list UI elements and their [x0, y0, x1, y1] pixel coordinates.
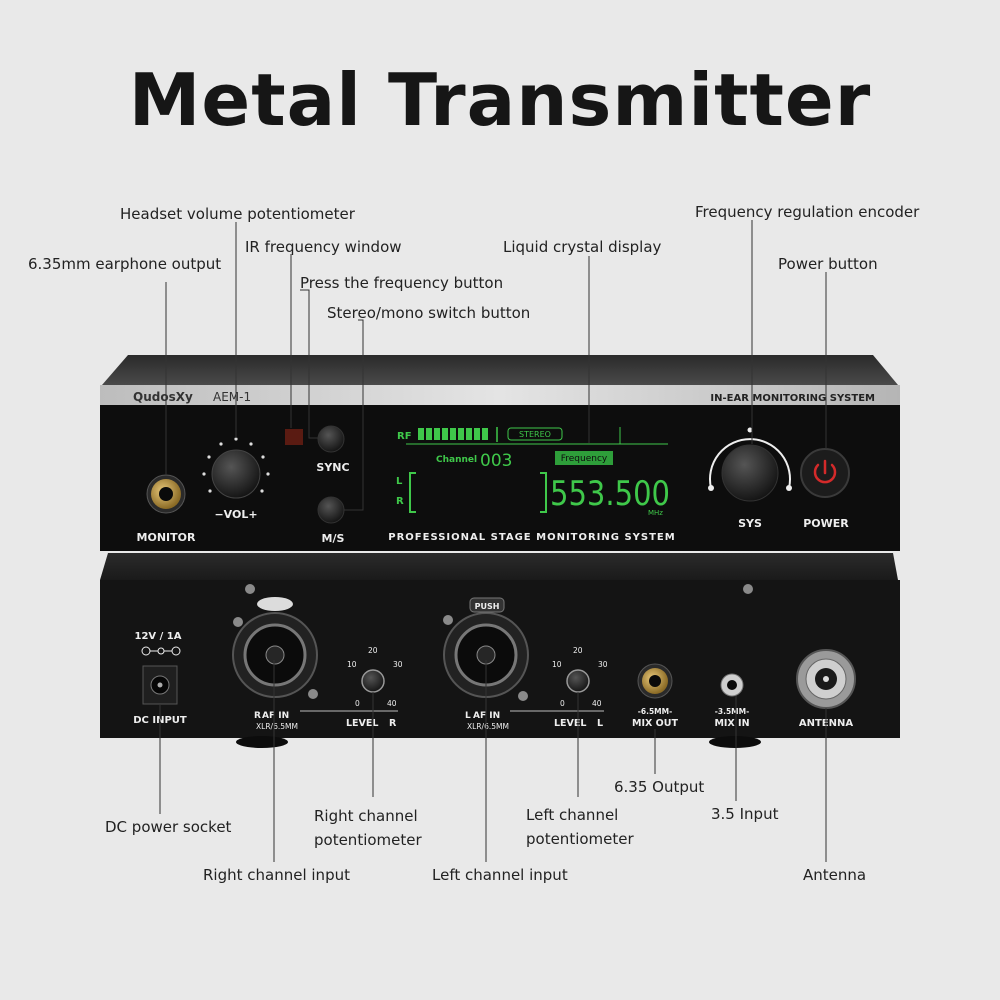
label-right-pot-line2: potentiometer — [314, 831, 422, 849]
left-xlr-spec: XLR/6.5MM — [467, 722, 509, 731]
front-unit-top — [102, 355, 898, 385]
lcd-frequency-label: Frequency — [561, 454, 608, 464]
label-power-button: Power button — [778, 255, 878, 273]
ms-button[interactable] — [317, 496, 345, 524]
label-right-pot-line1: Right channel — [314, 807, 418, 825]
label-635-output: 6.35 Output — [614, 778, 705, 796]
left-tick-40: 40 — [592, 699, 602, 708]
left-level-ticks: 10 20 30 0 40 — [552, 646, 608, 708]
left-tick-0: 0 — [560, 699, 565, 708]
sync-label: SYNC — [316, 461, 349, 474]
label-earphone-output: 6.35mm earphone output — [28, 255, 222, 273]
ir-window — [285, 429, 303, 445]
left-letter: L — [465, 711, 471, 721]
system-label: IN-EAR MONITORING SYSTEM — [710, 393, 875, 404]
volume-dots — [202, 437, 270, 493]
lcd-rf: RF — [397, 431, 412, 442]
label-stereo-mono: Stereo/mono switch button — [327, 304, 531, 322]
monitor-label: MONITOR — [137, 531, 196, 544]
label-dc-socket: DC power socket — [105, 818, 232, 836]
label-press-frequency: Press the frequency button — [300, 274, 504, 292]
label-lcd: Liquid crystal display — [503, 238, 662, 256]
lcd-display: RF STEREO Channel 003 Frequency L R 553.… — [396, 427, 670, 517]
sys-encoder-knob[interactable] — [721, 444, 779, 502]
power-label: POWER — [803, 517, 849, 530]
label-right-input: Right channel input — [203, 866, 350, 884]
right-tick-10: 10 — [347, 660, 357, 669]
lcd-channel-value: 003 — [480, 451, 512, 471]
sys-arc — [709, 438, 791, 489]
sync-button[interactable] — [317, 425, 345, 453]
lcd-frequency-tag — [555, 451, 613, 465]
label-right-pot: Right channel potentiometer — [314, 804, 422, 852]
push-label: PUSH — [475, 602, 500, 611]
label-ir-window: IR frequency window — [245, 238, 402, 256]
left-tick-20: 20 — [573, 646, 583, 655]
left-level-letter: L — [597, 718, 603, 729]
mix-in-label: MIX IN — [714, 718, 749, 729]
right-tick-40: 40 — [387, 699, 397, 708]
right-tick-30: 30 — [393, 660, 403, 669]
lcd-l: L — [396, 476, 403, 487]
label-left-pot-line1: Left channel — [526, 806, 619, 824]
lcd-stereo: STEREO — [519, 430, 551, 439]
dc-rating: 12V / 1A — [135, 631, 182, 642]
label-left-pot-line2: potentiometer — [526, 830, 634, 848]
right-level-label: LEVEL — [346, 718, 378, 729]
sys-label: SYS — [738, 517, 762, 530]
back-unit-top — [100, 553, 898, 580]
label-left-pot: Left channel potentiometer — [526, 803, 634, 851]
label-frequency-encoder: Frequency regulation encoder — [695, 203, 920, 221]
label-left-input: Left channel input — [432, 866, 568, 884]
mix-out-label: MIX OUT — [632, 718, 678, 729]
right-tick-0: 0 — [355, 699, 360, 708]
dc-polarity-icon — [141, 646, 181, 656]
power-icon — [813, 459, 837, 484]
right-xlr-spec: XLR/6.5MM — [256, 722, 298, 731]
left-level-knob[interactable] — [566, 669, 590, 693]
left-tick-10: 10 — [552, 660, 562, 669]
lcd-mhz: MHz — [648, 509, 663, 517]
right-level-ticks: 10 20 30 0 40 — [347, 646, 403, 708]
right-level-knob[interactable] — [361, 669, 385, 693]
left-push-latch[interactable] — [469, 597, 505, 613]
vol-label: −VOL+ — [214, 508, 257, 521]
label-headset-volume: Headset volume potentiometer — [120, 205, 355, 223]
right-push-latch[interactable] — [257, 597, 293, 611]
right-af-in: AF IN — [262, 711, 289, 721]
ms-label: M/S — [322, 532, 345, 545]
brand-logo: QudosXy — [133, 390, 193, 404]
lcd-r: R — [396, 496, 404, 507]
callout-lines — [159, 220, 827, 862]
mix-out-size: -6.5MM- — [638, 707, 672, 716]
right-level-letter: R — [389, 718, 397, 729]
left-level-label: LEVEL — [554, 718, 586, 729]
left-af-in: AF IN — [473, 711, 500, 721]
volume-knob[interactable] — [211, 449, 261, 499]
back-screws — [233, 584, 753, 701]
mix-in-size: -3.5MM- — [715, 707, 749, 716]
front-subtitle: PROFESSIONAL STAGE MONITORING SYSTEM — [388, 532, 675, 543]
lcd-channel-label: Channel — [436, 455, 477, 465]
lcd-frequency-value: 553.500 — [550, 474, 670, 514]
front-brand-strip — [100, 385, 900, 405]
model-label: AEM-1 — [213, 390, 251, 404]
page-title: Metal Transmitter — [128, 58, 872, 142]
right-tick-20: 20 — [368, 646, 378, 655]
label-antenna: Antenna — [803, 866, 867, 884]
right-letter: R — [254, 711, 261, 721]
left-tick-30: 30 — [598, 660, 608, 669]
label-35-input: 3.5 Input — [711, 805, 779, 823]
rf-meter — [418, 428, 488, 440]
